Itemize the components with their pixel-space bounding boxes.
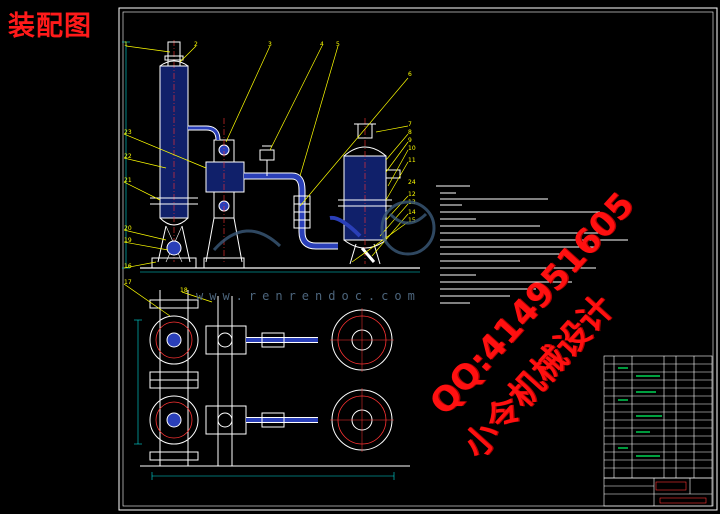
balloon: 16: [124, 263, 132, 270]
balloon: 8: [408, 129, 412, 136]
balloon: 6: [408, 71, 412, 78]
plan-dimensions: [134, 319, 395, 480]
inner-frame: [122, 11, 714, 507]
logo-watermark: [212, 200, 436, 256]
balloon: 5: [336, 41, 340, 48]
technical-notes: [436, 185, 628, 304]
site-watermark: www.renrendoc.com: [196, 289, 421, 303]
parts-list-entries: [618, 367, 662, 457]
balloon: 24: [408, 179, 416, 186]
outer-frame: [118, 7, 718, 511]
balloon: 1: [124, 41, 128, 48]
page-title: 装配图: [8, 11, 92, 42]
balloon: 10: [408, 145, 416, 152]
balloon: 2: [194, 41, 198, 48]
connecting-pipe: [244, 172, 338, 250]
balloon: 11: [408, 157, 416, 164]
balloon: 17: [124, 279, 132, 286]
plan-column-top: [149, 315, 199, 365]
title-block: [603, 477, 713, 507]
balloon: 3: [268, 41, 272, 48]
balloon: 19: [124, 237, 132, 244]
balloon: 21: [124, 177, 132, 184]
balloon: 18: [180, 287, 188, 294]
balloon: 9: [408, 137, 412, 144]
balloon: 22: [124, 153, 132, 160]
balloon: 20: [124, 225, 132, 232]
balloon: 4: [320, 41, 324, 48]
plan-view: [140, 290, 410, 467]
balloon: 14: [408, 209, 416, 216]
balloon: 15: [408, 217, 416, 224]
leader-lines: [123, 45, 409, 317]
part-balloons: 1 2 3 4 5 6 7 8 9 10 11 12 13 14 15 16 1…: [124, 41, 416, 294]
exchanger-block: [205, 161, 245, 193]
front-view: [140, 40, 420, 269]
balloon: 23: [124, 129, 132, 136]
balloon: 12: [408, 191, 416, 198]
balloon: 7: [408, 121, 412, 128]
parts-list: [603, 355, 713, 479]
plan-column-bottom: [149, 395, 199, 445]
